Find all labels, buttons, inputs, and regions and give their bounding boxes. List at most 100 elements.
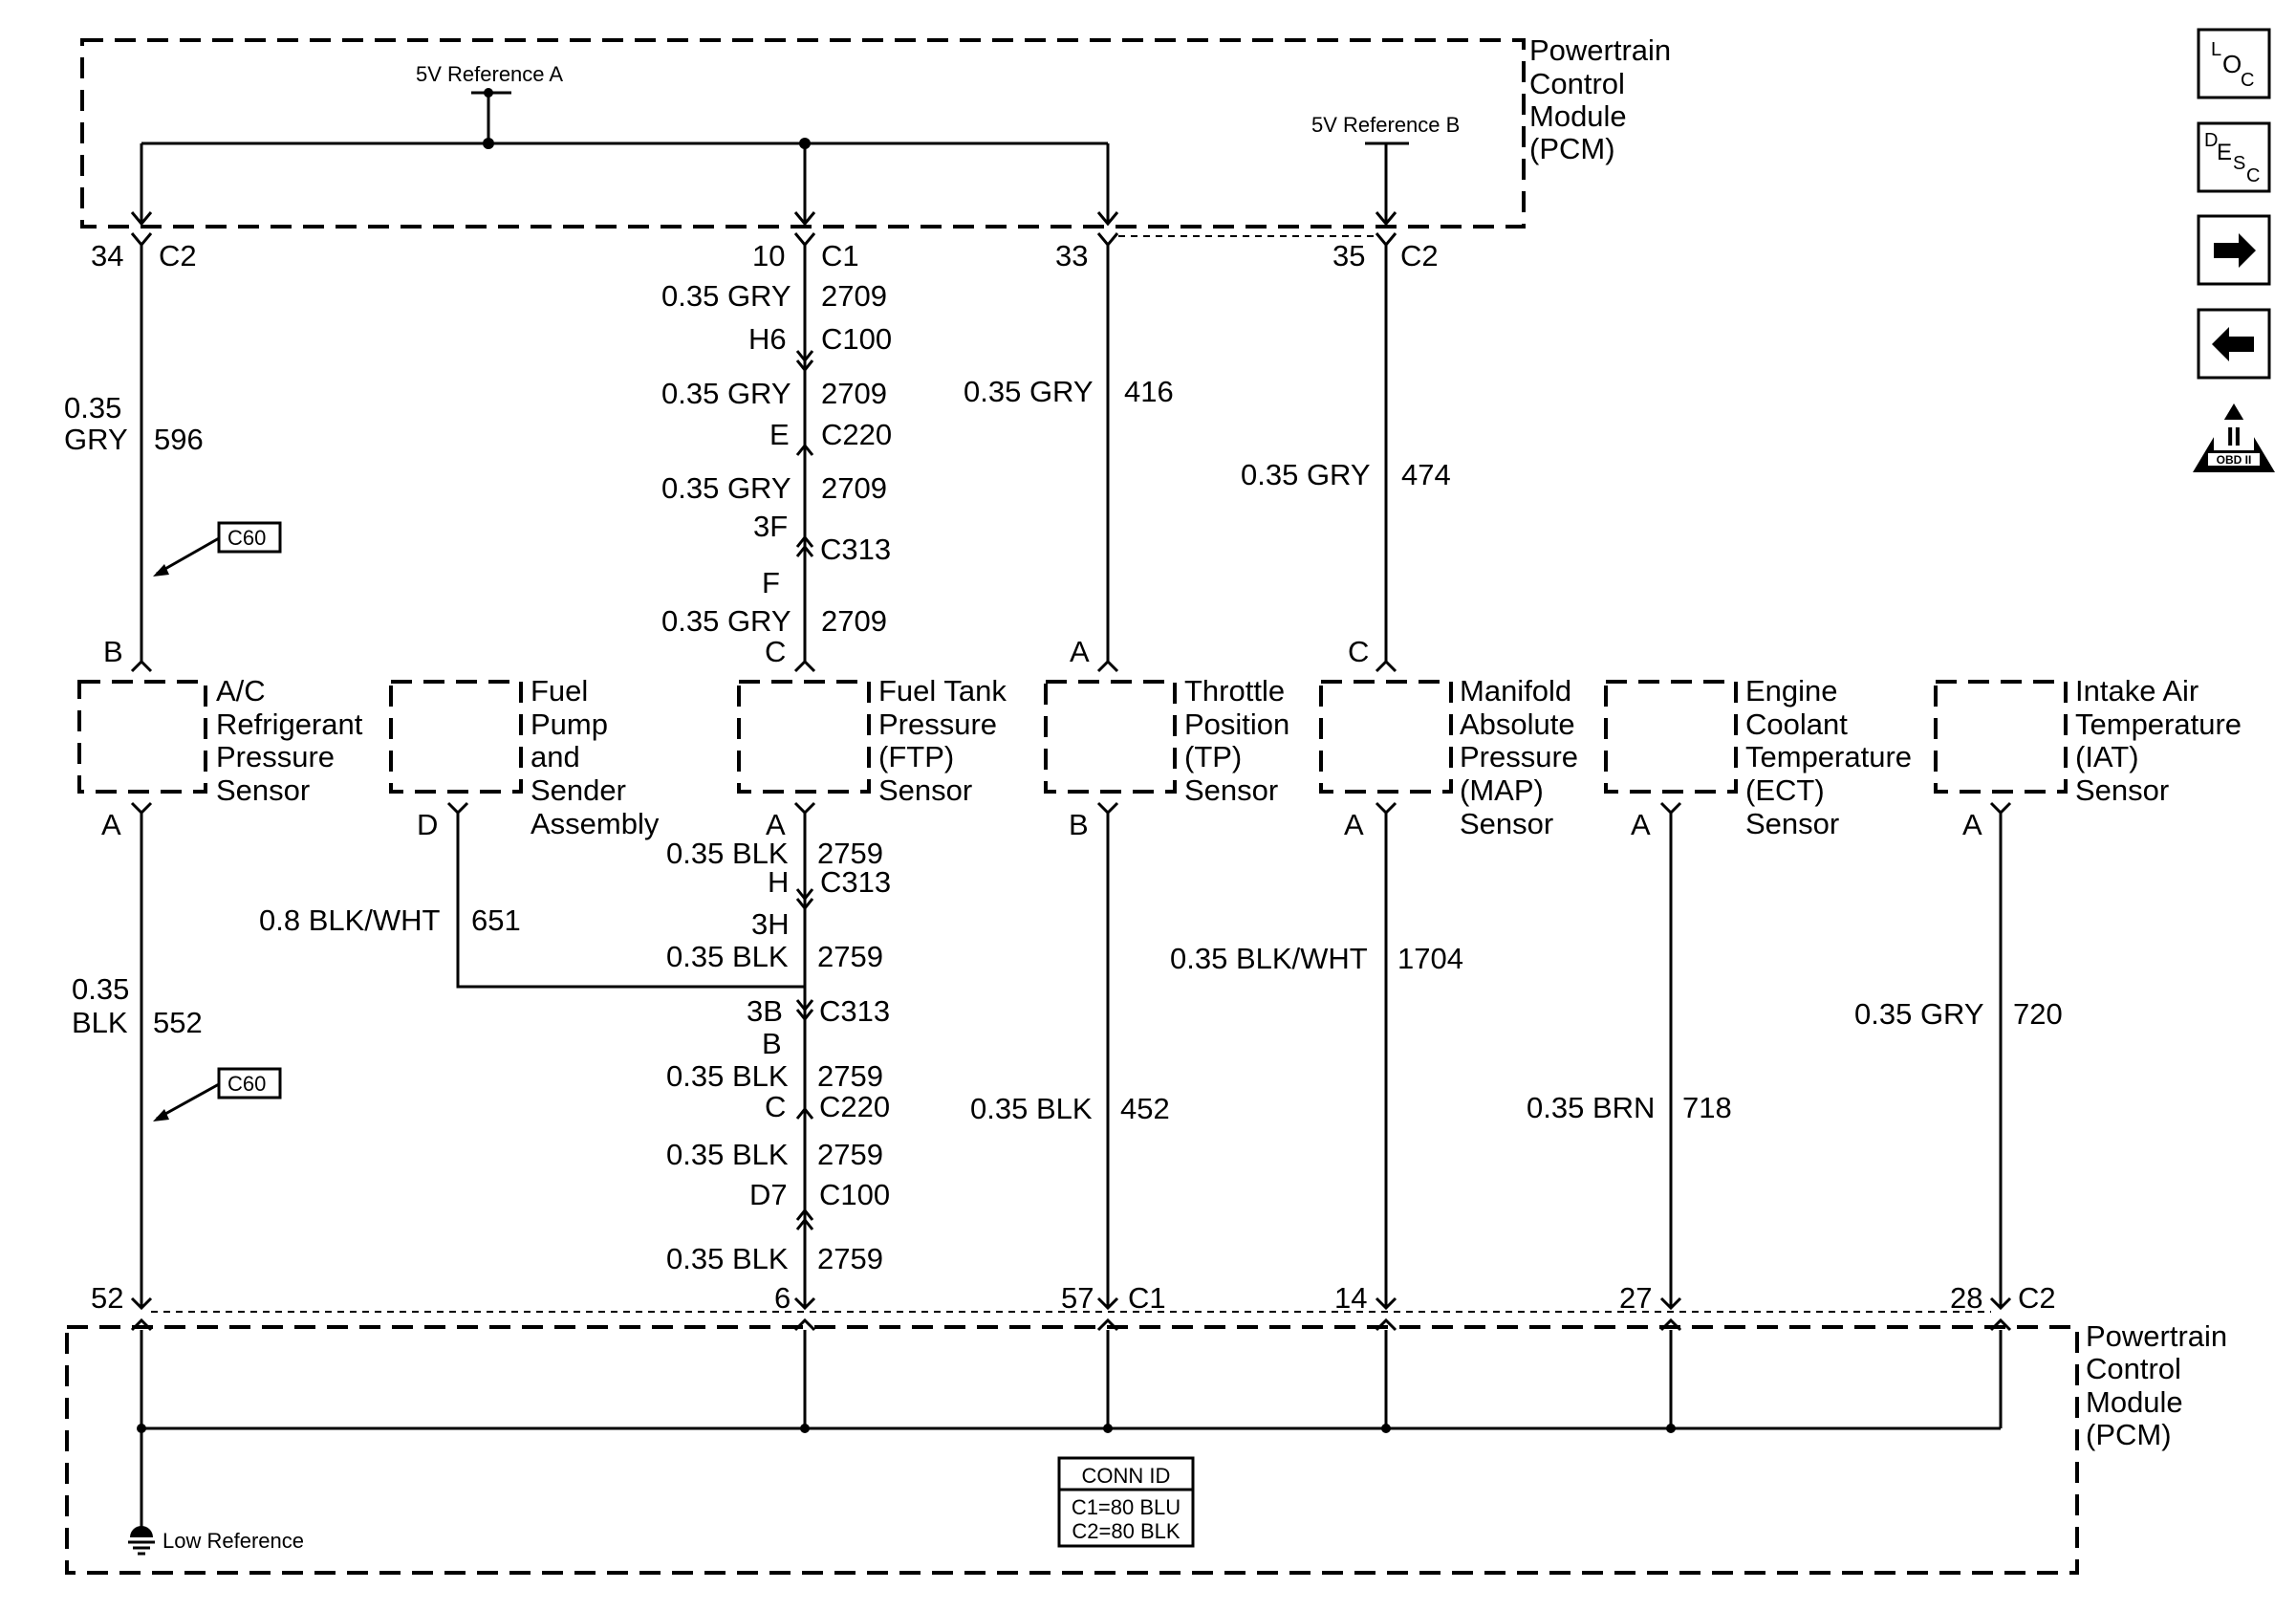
fp-low-c: 651 [471, 903, 521, 937]
pcm-bottom-module: Powertrain Control Module (PCM) [65, 1319, 2227, 1575]
c60-callout-upper: C60 [153, 521, 282, 577]
sensor-ect-name-3: Temperature [1745, 740, 1912, 773]
ftp-low-2: 0.35 BLK [666, 940, 789, 973]
c60-lower-label: C60 [227, 1072, 266, 1096]
loc-button[interactable]: L O C [2197, 28, 2271, 99]
pin-34: 34 [91, 239, 123, 272]
ect-sig: 0.35 BRN [1527, 1091, 1655, 1124]
fp-low: 0.8 BLK/WHT [259, 903, 441, 937]
sensor-iat-name-1: Intake Air [2075, 674, 2199, 708]
conn-c220b: C220 [819, 1090, 890, 1123]
sensor-fp-name-2: Pump [531, 708, 608, 741]
tp-ref-c: 416 [1124, 375, 1174, 408]
ftp-ref-3c: 2709 [821, 471, 887, 505]
ref-a-label: 5V Reference A [416, 62, 563, 86]
conn-h: H [768, 865, 789, 899]
ftp-low-3c: 2759 [817, 1059, 883, 1093]
ftp-ref-2: 0.35 GRY [661, 377, 791, 410]
iat-pin-bot: A [1962, 808, 1982, 841]
sensor-ect-name-5: Sensor [1745, 807, 1839, 840]
pcm-bottom-label-3: Module [2086, 1385, 2183, 1419]
pcm-bottom-label-1: Powertrain [2086, 1319, 2227, 1353]
sensor-tp-name-1: Throttle [1184, 674, 1285, 708]
sensor-fp-name-3: and [531, 740, 580, 773]
sensor-ac-name-1: A/C [216, 674, 266, 708]
prev-button[interactable] [2197, 308, 2271, 380]
conn-3f: 3F [753, 510, 788, 543]
ftp-ref-1c: 2709 [821, 279, 887, 313]
conn-c: C [765, 1090, 786, 1123]
low-reference-bus: Low Reference [128, 1330, 2003, 1556]
low-ref-label: Low Reference [162, 1529, 304, 1553]
pin-14: 14 [1334, 1281, 1367, 1315]
sensor-tp-name-3: (TP) [1184, 740, 1242, 773]
map-pin-top: C [1348, 635, 1369, 668]
ac-low-color-2: BLK [72, 1006, 128, 1039]
ref-a-bus: 5V Reference A [140, 62, 1110, 224]
obd-main: II [2226, 422, 2242, 451]
wire-iat-signal: 0.35 GRY 720 [1854, 813, 2063, 1308]
sensor-ac: A/C Refrigerant Pressure Sensor [77, 674, 363, 807]
ftp-low-5c: 2759 [817, 1242, 883, 1275]
map-low: 0.35 BLK/WHT [1170, 942, 1368, 975]
ac-sig-circuit: 596 [154, 423, 204, 456]
map-low-c: 1704 [1397, 942, 1463, 975]
pin-10-conn: C1 [821, 239, 859, 272]
ftp-low-1: 0.35 BLK [666, 837, 789, 870]
ftp-low-1c: 2759 [817, 837, 883, 870]
wire-map-reference: 0.35 GRY 474 C [1241, 245, 1451, 668]
ftp-low-4: 0.35 BLK [666, 1138, 789, 1171]
ftp-ref-4: 0.35 GRY [661, 604, 791, 638]
sensor-iat-name-4: Sensor [2075, 773, 2169, 807]
sensor-ac-name-2: Refrigerant [216, 708, 363, 741]
sensor-tp: Throttle Position (TP) Sensor [1044, 674, 1289, 807]
conn-c313c: C313 [819, 994, 890, 1028]
loc-sub: C [2241, 70, 2254, 91]
desc-sub2: C [2246, 165, 2260, 186]
sensor-tp-name-4: Sensor [1184, 773, 1278, 807]
ftp-pin-top: C [765, 635, 786, 668]
pin-10: 10 [752, 239, 785, 272]
wire-tp-low: 0.35 BLK 452 [970, 813, 1170, 1308]
ftp-ref-4c: 2709 [821, 604, 887, 638]
sensor-ect-name-4: (ECT) [1745, 773, 1825, 807]
wire-ac-signal: 0.35 GRY 596 B [64, 245, 204, 668]
sensor-ftp-name-3: (FTP) [878, 740, 954, 773]
sensor-ftp-name-1: Fuel Tank [878, 674, 1007, 708]
pin-27: 27 [1619, 1281, 1652, 1315]
ac-sig-color-1: 0.35 [64, 391, 121, 425]
obd-button[interactable]: II OBD II [2193, 403, 2275, 472]
sensor-ect-name-1: Engine [1745, 674, 1838, 708]
sensor-ac-name-3: Pressure [216, 740, 335, 773]
ftp-low-3: 0.35 BLK [666, 1059, 789, 1093]
ac-low-color-1: 0.35 [72, 972, 129, 1006]
conn-3h: 3H [751, 907, 790, 941]
sensor-iat-name-2: Temperature [2075, 708, 2242, 741]
loc-sup: L [2211, 39, 2221, 60]
loc-main: O [2222, 50, 2242, 78]
pin-52: 52 [91, 1281, 123, 1315]
map-ref: 0.35 GRY [1241, 458, 1371, 491]
wire-ftp-reference: 0.35 GRY 2709 H6 C100 0.35 GRY 2709 E C2… [661, 245, 892, 668]
sensor-map-name-5: Sensor [1460, 807, 1553, 840]
ftp-pin-bot: A [766, 808, 786, 841]
iat-sig: 0.35 GRY [1854, 997, 1984, 1031]
tp-pin-bot: B [1069, 808, 1089, 841]
sensor-iat: Intake Air Temperature (IAT) Sensor [1934, 674, 2242, 807]
wire-ect-signal: 0.35 BRN 718 [1527, 813, 1732, 1308]
sensor-ftp: Fuel Tank Pressure (FTP) Sensor [737, 674, 1007, 807]
conn-3b: 3B [747, 994, 783, 1028]
iat-sig-c: 720 [2013, 997, 2063, 1031]
next-button[interactable] [2197, 214, 2271, 286]
pcm-top-label-4: (PCM) [1529, 132, 1615, 165]
conn-d7: D7 [749, 1178, 788, 1211]
sensor-map-name-4: (MAP) [1460, 773, 1544, 807]
ftp-low-5: 0.35 BLK [666, 1242, 789, 1275]
sensor-map: Manifold Absolute Pressure (MAP) Sensor [1319, 674, 1578, 840]
sensor-ftp-name-4: Sensor [878, 773, 972, 807]
ac-sig-color-2: GRY [64, 423, 128, 456]
map-pin-bot: A [1344, 808, 1364, 841]
pin-6: 6 [774, 1281, 791, 1315]
desc-button[interactable]: D E S C [2197, 121, 2271, 193]
